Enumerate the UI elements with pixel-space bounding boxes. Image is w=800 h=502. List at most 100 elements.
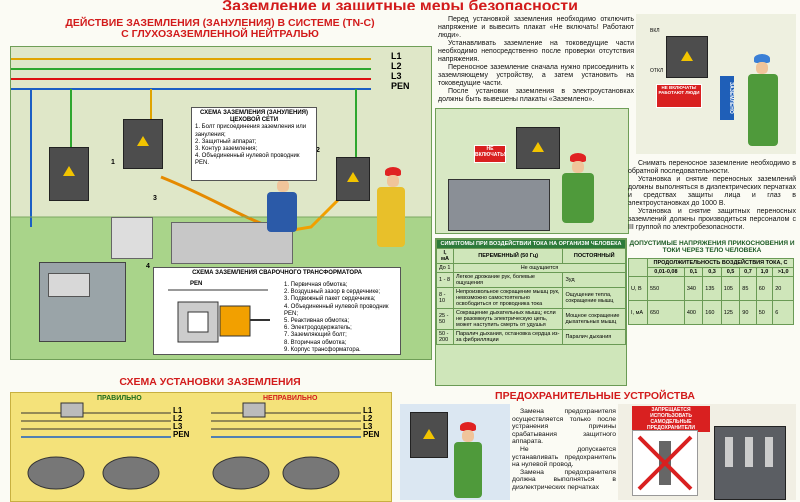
value-cell: 105: [720, 276, 741, 301]
value-cell: 20: [772, 276, 794, 301]
switch-cabinet-right: [336, 157, 370, 201]
row-label-voltage: U, В: [628, 276, 648, 301]
install-wiring: [21, 402, 361, 490]
shop-scheme-item: 4. Объединенный нулевой проводник PEN.: [195, 153, 300, 167]
helmet: [570, 153, 586, 162]
warning-icon: [423, 429, 435, 439]
fuse: [745, 437, 753, 467]
switch-cabinet: [123, 119, 163, 169]
helmet: [754, 54, 770, 63]
label-vkl: ВКЛ: [650, 28, 660, 34]
sign-no-switch: НЕ ВКЛЮЧАТЬ!: [474, 145, 506, 163]
wire-l2-label: L2: [363, 414, 373, 423]
symptoms-cell: 8 - 10: [436, 287, 454, 309]
fuse: [765, 437, 773, 467]
welding-legend-item: 3. Подвижный пакет сердечника;: [284, 296, 376, 303]
welding-legend-item: 9. Корпус трансформатора.: [284, 346, 361, 353]
value-cell: 85: [739, 276, 757, 301]
wire-l1-label: L1: [173, 406, 183, 415]
value-cell: 160: [702, 300, 722, 325]
symptoms-header: I, мА: [436, 248, 454, 264]
marker-1: 1: [111, 159, 115, 166]
symptoms-cell: До 1: [436, 263, 454, 273]
welding-pen-label: PEN: [190, 281, 203, 287]
welding-scheme-title: СХЕМА ЗАЗЕМЛЕНИЯ СВАРОЧНОГО ТРАНСФОРМАТО…: [192, 270, 362, 276]
value-cell: 400: [683, 300, 704, 325]
green-overall: [562, 173, 594, 223]
instruction-paragraph: Установка и снятие защитных переносных з…: [628, 208, 796, 231]
fuse-panel: [714, 426, 786, 500]
label-correct: ПРАВИЛЬНО: [97, 395, 142, 402]
wire-l1-label: L1: [391, 51, 402, 61]
wire-pen-label: PEN: [391, 81, 410, 91]
disconnect-switch: [666, 36, 708, 78]
wire-pen-label: PEN: [173, 430, 190, 439]
sign-do-not-switch: НЕ ВКЛЮЧАТЬ! РАБОТАЮТ ЛЮДИ: [656, 84, 702, 108]
wire-l1-label: L1: [363, 406, 373, 415]
welding-legend-item: 6. Электрододержатель;: [284, 325, 352, 332]
tnc-illustration: L1 L2 L3 PEN 1 2 3 4 СХЕМА ЗАЗЕМЛЕНИЯ (З…: [10, 46, 432, 360]
face: [756, 62, 768, 74]
symptoms-title: СИМПТОМЫ ПРИ ВОЗДЕЙСТВИИ ТОКА НА ОРГАНИЗ…: [436, 239, 626, 249]
welding-legend-item: 5. Реактивная обмотка;: [284, 318, 350, 325]
duration-cell: 0,01-0,08: [647, 267, 685, 277]
wire-l2-label: L2: [173, 414, 183, 423]
welding-legend-item: 4. Объединенный нулевой проводник PEN;: [284, 303, 389, 317]
symptoms-cell: 1 - 8: [436, 272, 454, 288]
fuse-paragraph: Замена предохранителя осуществляется тол…: [512, 408, 616, 446]
prohibited-icon: [637, 435, 693, 491]
instruction-paragraph: После установки заземления в электроуста…: [438, 88, 634, 103]
install-wire-labels-left: L1 L2 L3 PEN: [173, 407, 189, 439]
symptoms-table: СИМПТОМЫ ПРИ ВОЗДЕЙСТВИИ ТОКА НА ОРГАНИЗ…: [436, 239, 627, 345]
welding-legend: 1. Первичная обмотка; 2. Воздушный зазор…: [284, 282, 396, 354]
install-scheme-panel: ПРАВИЛЬНО НЕПРАВИЛЬНО L1 L2 L3 PEN L1 L2…: [10, 392, 392, 502]
marker-2: 2: [316, 147, 320, 154]
marker-3: 3: [153, 195, 157, 202]
face: [277, 180, 289, 192]
helmet: [385, 167, 401, 176]
grounding-instructions: Перед установкой заземления необходимо о…: [438, 16, 634, 104]
banned-fuses-sign: ЗАПРЕЩАЕТСЯ ИСПОЛЬЗОВАТЬ САМОДЕЛЬНЫЕ ПРЕ…: [632, 406, 710, 432]
label-incorrect: НЕПРАВИЛЬНО: [263, 395, 318, 402]
value-cell: 6: [772, 300, 794, 325]
symptoms-cell: Непроизвольное сокращение мышц рук, нево…: [452, 287, 564, 309]
duration-cell: 0,7: [739, 267, 757, 277]
symptoms-cell: Легкое дрожание рук, болевые ощущения: [452, 272, 564, 288]
welding-legend-item: 2. Воздушный зазор в сердечнике;: [284, 289, 381, 296]
symptoms-cell: Паралич дыхания, остановка сердца из-за …: [452, 329, 564, 345]
fuse-box: [410, 412, 448, 458]
value-cell: 60: [755, 276, 774, 301]
duration-header: ПРОДОЛЖИТЕЛЬНОСТЬ ВОЗДЕЙСТВИЯ ТОКА, С: [647, 258, 794, 268]
warning-icon: [681, 51, 693, 61]
symptoms-header: ПОСТОЯННЫЙ: [562, 248, 626, 264]
welding-transformer: [39, 262, 126, 342]
warning-icon: [63, 166, 75, 176]
symptoms-cell: Мощное сокращение дыхательных мышц: [562, 308, 626, 330]
symptoms-cell: Сокращение дыхательных мышц; если не раз…: [452, 308, 564, 330]
shop-scheme-item: 3. Контур заземления;: [195, 146, 258, 153]
duration-cell: 0,5: [720, 267, 741, 277]
instruction-paragraph: Переносное заземление сначала нужно прис…: [438, 64, 634, 87]
green-overall: [748, 74, 778, 146]
value-cell: 125: [720, 300, 741, 325]
fuse-instructions: Замена предохранителя осуществляется тол…: [512, 408, 616, 492]
install-wire-labels-right: L1 L2 L3 PEN: [363, 407, 379, 439]
face: [387, 175, 399, 187]
install-section-title: СХЕМА УСТАНОВКИ ЗАЗЕМЛЕНИЯ: [119, 376, 301, 388]
switchboard: [516, 127, 560, 169]
fuse-paragraph: Замена предохранителя должна выполняться…: [512, 468, 616, 491]
duration-cell: >1,0: [772, 267, 794, 277]
symptoms-cell: Не ощущается: [452, 263, 627, 273]
transformer-display: [48, 273, 90, 297]
symptoms-cell: 25 - 50: [436, 308, 454, 330]
permissible-panel: ДОПУСТИМЫЕ НАПРЯЖЕНИЯ ПРИКОСНОВЕНИЯ И ТО…: [628, 240, 796, 384]
wire-labels: L1 L2 L3 PEN: [391, 51, 410, 91]
duration-cell: 0,3: [702, 267, 722, 277]
fuse-paragraph: Не допускается устанавливать предохранит…: [512, 445, 616, 469]
instruction-paragraph: Устанавливать заземление на токоведущие …: [438, 40, 634, 63]
wire-l2-label: L2: [391, 61, 402, 71]
tnc-title-line-2: С ГЛУХОЗАЗЕМЛЕННОЙ НЕЙТРАЛЬЮ: [121, 28, 319, 40]
value-cell: 90: [739, 300, 757, 325]
fuse-replacement-illustration: [400, 404, 510, 500]
permissible-table: ПРОДОЛЖИТЕЛЬНОСТЬ ВОЗДЕЙСТВИЯ ТОКА, С 0,…: [628, 258, 794, 325]
